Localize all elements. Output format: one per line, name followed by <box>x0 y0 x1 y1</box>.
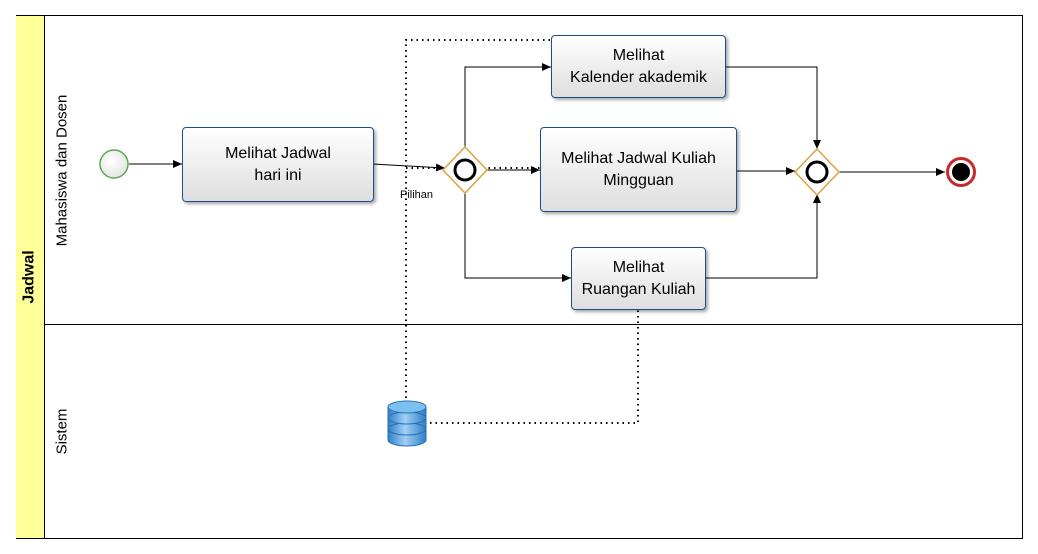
split-gateway <box>441 145 489 195</box>
end-event <box>946 157 976 187</box>
flow-gateway-to-kalender <box>464 63 551 148</box>
sequence-flows <box>129 63 945 282</box>
flow-gateway-to-ruangan <box>464 192 571 282</box>
join-gateway <box>793 147 841 197</box>
lane-label-mahasiswa: Mahasiswa dan Dosen <box>53 94 71 246</box>
task-label: Melihat Jadwal Kuliah Mingguan <box>561 149 716 189</box>
task-label: Melihat Jadwal hari ini <box>225 144 331 184</box>
association-datastore-to-kalender <box>405 39 551 398</box>
flow-task-to-gateway <box>372 163 446 172</box>
task-label: Melihat Kalender akademik <box>570 46 707 86</box>
association-datastore-to-ruangan <box>430 309 639 424</box>
flow-ruangan-to-join <box>705 194 821 279</box>
task-ruangan-kuliah: Melihat Ruangan Kuliah <box>571 247 706 310</box>
task-kalender-akademik: Melihat Kalender akademik <box>551 35 726 98</box>
pool-border <box>16 15 1023 539</box>
task-jadwal-hari-ini: Melihat Jadwal hari ini <box>182 127 374 202</box>
gateway-flow-label: Pilihan <box>400 189 434 201</box>
pool-label: Jadwal <box>21 250 39 304</box>
flow-kalender-to-join <box>725 66 821 149</box>
task-label: Melihat Ruangan Kuliah <box>581 258 696 298</box>
pool-header: Jadwal <box>16 16 45 538</box>
task-jadwal-mingguan: Melihat Jadwal Kuliah Mingguan <box>540 127 737 212</box>
lane-header-sistem: Sistem <box>47 325 77 538</box>
database-icon <box>387 400 427 447</box>
start-event <box>99 149 129 179</box>
lane-header-mahasiswa: Mahasiswa dan Dosen <box>47 16 77 324</box>
lane-label-sistem: Sistem <box>53 408 71 455</box>
